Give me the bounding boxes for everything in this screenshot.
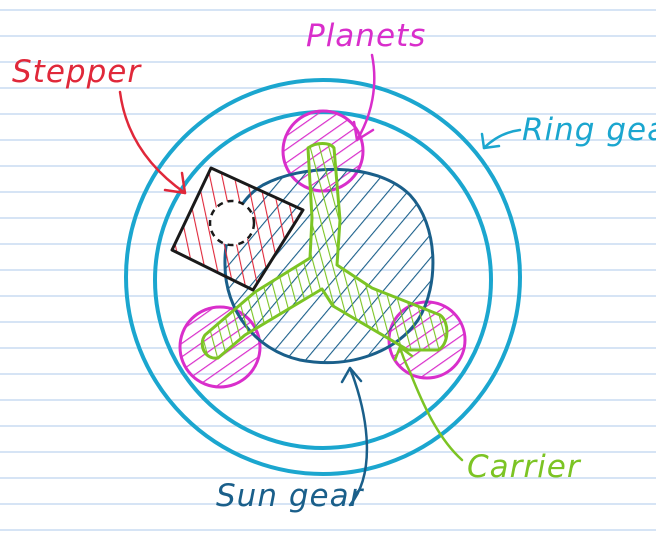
ring-gear-label: Ring gear — [522, 112, 656, 148]
planets-arrow — [352, 53, 376, 142]
stepper-motor — [170, 166, 305, 292]
carrier — [200, 142, 449, 360]
ring-gear-arrow — [480, 128, 522, 150]
sun-gear-label: Sun gear — [216, 478, 365, 514]
stepper-arrow — [118, 90, 187, 195]
carrier-label: Carrier — [467, 449, 582, 485]
stepper-label: Stepper — [12, 54, 142, 90]
planets-label: Planets — [306, 18, 426, 54]
label-arrows — [118, 53, 522, 507]
stepper-shaft — [208, 199, 256, 247]
carrier-arrow — [393, 345, 464, 462]
sun-gear-arrow — [340, 366, 369, 507]
